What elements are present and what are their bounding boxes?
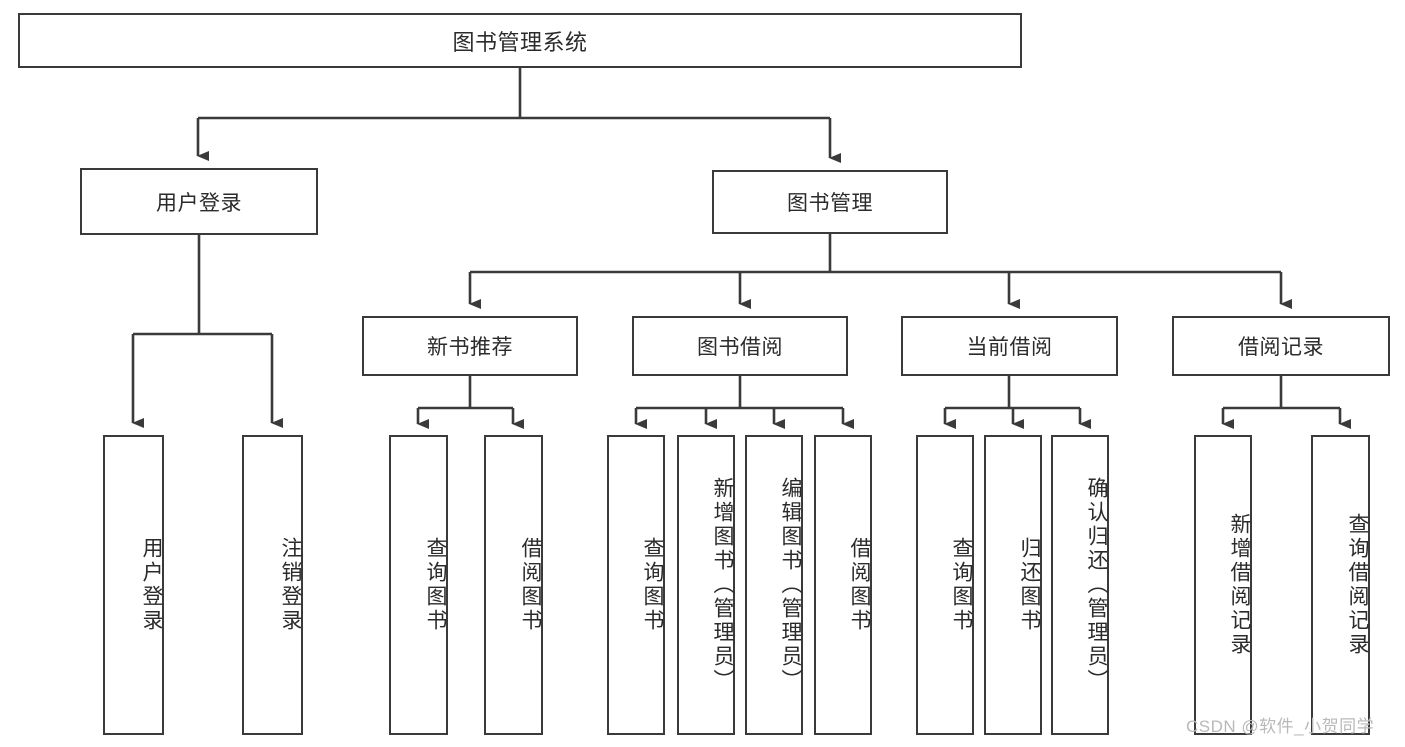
node-current-borrow[interactable]: 当前借阅 (901, 316, 1118, 376)
node-leaf-borrow-book-1-label: 借阅图书 (519, 537, 542, 633)
node-leaf-confirm-return-label: 确认归还（管理员） (1085, 477, 1108, 693)
node-leaf-query-book-1-label: 查询图书 (424, 537, 447, 633)
node-leaf-add-book-label: 新增图书（管理员） (711, 477, 734, 693)
node-leaf-query-book-2-label: 查询图书 (641, 537, 664, 633)
node-leaf-logout-label: 注销登录 (279, 537, 302, 633)
node-leaf-confirm-return[interactable]: 确认归还（管理员） (1051, 435, 1109, 735)
node-book-borrow-label: 图书借阅 (697, 336, 783, 359)
node-current-borrow-label: 当前借阅 (966, 336, 1053, 359)
node-leaf-query-book-2[interactable]: 查询图书 (607, 435, 665, 735)
node-leaf-query-book-1[interactable]: 查询图书 (389, 435, 448, 735)
node-leaf-logout[interactable]: 注销登录 (242, 435, 303, 735)
node-user-login-label: 用户登录 (156, 191, 242, 215)
node-leaf-return-book-label: 归还图书 (1018, 537, 1041, 633)
node-leaf-add-record-label: 新增借阅记录 (1228, 513, 1251, 657)
node-leaf-add-record[interactable]: 新增借阅记录 (1194, 435, 1252, 735)
node-root[interactable]: 图书管理系统 (18, 13, 1022, 68)
node-leaf-return-book[interactable]: 归还图书 (984, 435, 1042, 735)
node-new-book-recommend[interactable]: 新书推荐 (362, 316, 578, 376)
node-leaf-user-login[interactable]: 用户登录 (103, 435, 164, 735)
watermark: CSDN @软件_小贺同学 (1186, 717, 1375, 736)
node-leaf-borrow-book-1[interactable]: 借阅图书 (484, 435, 543, 735)
node-leaf-edit-book-label: 编辑图书（管理员） (779, 477, 802, 693)
node-leaf-borrow-book-2-label: 借阅图书 (848, 537, 871, 633)
node-leaf-user-login-label: 用户登录 (140, 537, 163, 633)
node-leaf-add-book[interactable]: 新增图书（管理员） (677, 435, 735, 735)
node-book-manage-label: 图书管理 (787, 192, 873, 215)
node-borrow-record[interactable]: 借阅记录 (1172, 316, 1390, 376)
node-new-book-recommend-label: 新书推荐 (427, 336, 513, 359)
node-book-manage[interactable]: 图书管理 (712, 170, 948, 234)
node-leaf-edit-book[interactable]: 编辑图书（管理员） (745, 435, 803, 735)
node-leaf-query-record[interactable]: 查询借阅记录 (1311, 435, 1370, 735)
node-book-borrow[interactable]: 图书借阅 (632, 316, 848, 376)
node-leaf-query-book-3[interactable]: 查询图书 (916, 435, 974, 735)
node-borrow-record-label: 借阅记录 (1238, 336, 1324, 359)
node-leaf-query-book-3-label: 查询图书 (950, 537, 973, 633)
node-leaf-borrow-book-2[interactable]: 借阅图书 (814, 435, 872, 735)
node-leaf-query-record-label: 查询借阅记录 (1346, 513, 1369, 657)
node-root-label: 图书管理系统 (452, 29, 588, 55)
node-user-login[interactable]: 用户登录 (80, 168, 318, 235)
